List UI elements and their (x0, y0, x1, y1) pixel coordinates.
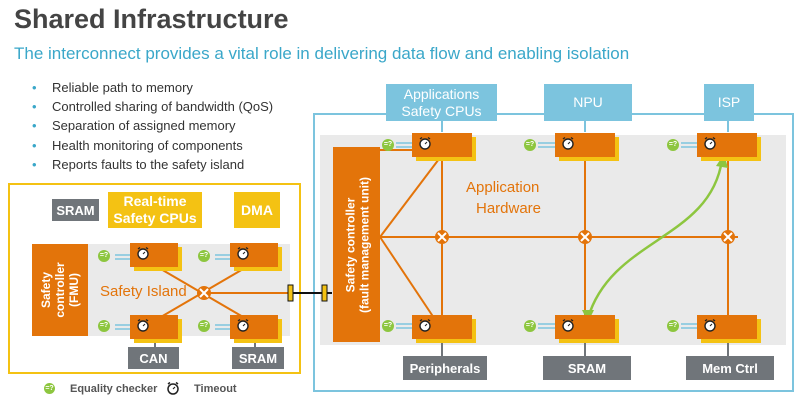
isp-box: ISP (704, 84, 754, 121)
router (578, 230, 592, 244)
bullet-list: Reliable path to memory Controlled shari… (32, 78, 273, 174)
router (435, 230, 449, 244)
can-box: CAN (128, 347, 179, 369)
app-label-line2: Hardware (476, 200, 542, 217)
timeout-icon (136, 318, 150, 332)
router (721, 230, 735, 244)
safety-island-frame (8, 183, 301, 374)
fmu-app-line2: (fault management unit) (356, 176, 371, 313)
equality-checker-icon: =? (667, 320, 679, 332)
equality-checker-icon: =? (198, 250, 210, 262)
isp-to-sram-data-path (586, 159, 724, 319)
equality-checker-icon: =? (524, 320, 536, 332)
bullet-item: Controlled sharing of bandwidth (QoS) (32, 97, 273, 116)
app-safety-cpus-box: Applications Safety CPUs (386, 84, 497, 121)
timeout-icon (703, 318, 717, 332)
sram-app-box: SRAM (543, 356, 631, 380)
realtime-cpus-line2: Safety CPUs (113, 210, 197, 226)
realtime-cpus-line1: Real-time (123, 193, 187, 209)
equality-checker-icon: =? (198, 320, 210, 332)
equality-checker-legend-label: Equality checker (70, 383, 158, 395)
equality-checker-legend-icon: =? (44, 383, 55, 394)
timeout-icon (236, 246, 250, 260)
realtime-cpus-box: Real-time Safety CPUs (108, 192, 202, 228)
timeout-icon (418, 318, 432, 332)
equality-checker-icon: =? (524, 139, 536, 151)
npu-box: NPU (544, 84, 632, 121)
bridge-isolator (321, 284, 328, 302)
safety-controller-fault-management-unit: Safety controller (fault management unit… (333, 147, 380, 342)
equality-checker-icon: =? (382, 320, 394, 332)
timeout-icon (561, 318, 575, 332)
app-cpus-line2: Safety CPUs (401, 102, 482, 119)
page-subtitle: The interconnect provides a vital role i… (14, 44, 630, 63)
page-title: Shared Infrastructure (14, 4, 289, 34)
bullet-item: Reports faults to the safety island (32, 155, 273, 174)
sram-bottom-box: SRAM (232, 347, 284, 369)
fmu-line3: (FMU) (67, 273, 81, 307)
bullet-item: Health monitoring of components (32, 136, 273, 155)
bullet-item: Reliable path to memory (32, 78, 273, 97)
equality-checker-icon: =? (98, 250, 110, 262)
bridge-isolator (287, 284, 294, 302)
fmu-line1: Safety (39, 271, 53, 309)
safety-island-label: Safety Island (100, 283, 187, 300)
safety-controller-fmu: Safety controller (FMU) (32, 244, 88, 336)
equality-checker-icon: =? (98, 320, 110, 332)
fmu-app-line1: Safety controller (342, 197, 357, 292)
timeout-icon (136, 246, 150, 260)
app-interconnect-area (320, 135, 786, 345)
timeout-legend-icon (166, 381, 180, 395)
router (197, 286, 211, 300)
timeout-legend-label: Timeout (194, 383, 237, 395)
app-label-line1: Application (466, 179, 540, 196)
sram-left-box: SRAM (52, 199, 99, 221)
dma-box: DMA (234, 192, 280, 228)
peripherals-box: Peripherals (403, 356, 487, 380)
equality-checker-icon: =? (667, 139, 679, 151)
app-cpus-line1: Applications (403, 85, 480, 102)
timeout-icon (236, 318, 250, 332)
memctrl-box: Mem Ctrl (686, 356, 774, 380)
timeout-icon (703, 136, 717, 150)
fmu-line2: controller (53, 262, 67, 318)
bullet-item: Separation of assigned memory (32, 116, 273, 135)
timeout-icon (418, 136, 432, 150)
application-hardware-label: Application Hardware (466, 177, 541, 219)
timeout-icon (561, 136, 575, 150)
app-link (379, 236, 443, 331)
app-link (379, 154, 443, 238)
equality-checker-icon: =? (382, 139, 394, 151)
